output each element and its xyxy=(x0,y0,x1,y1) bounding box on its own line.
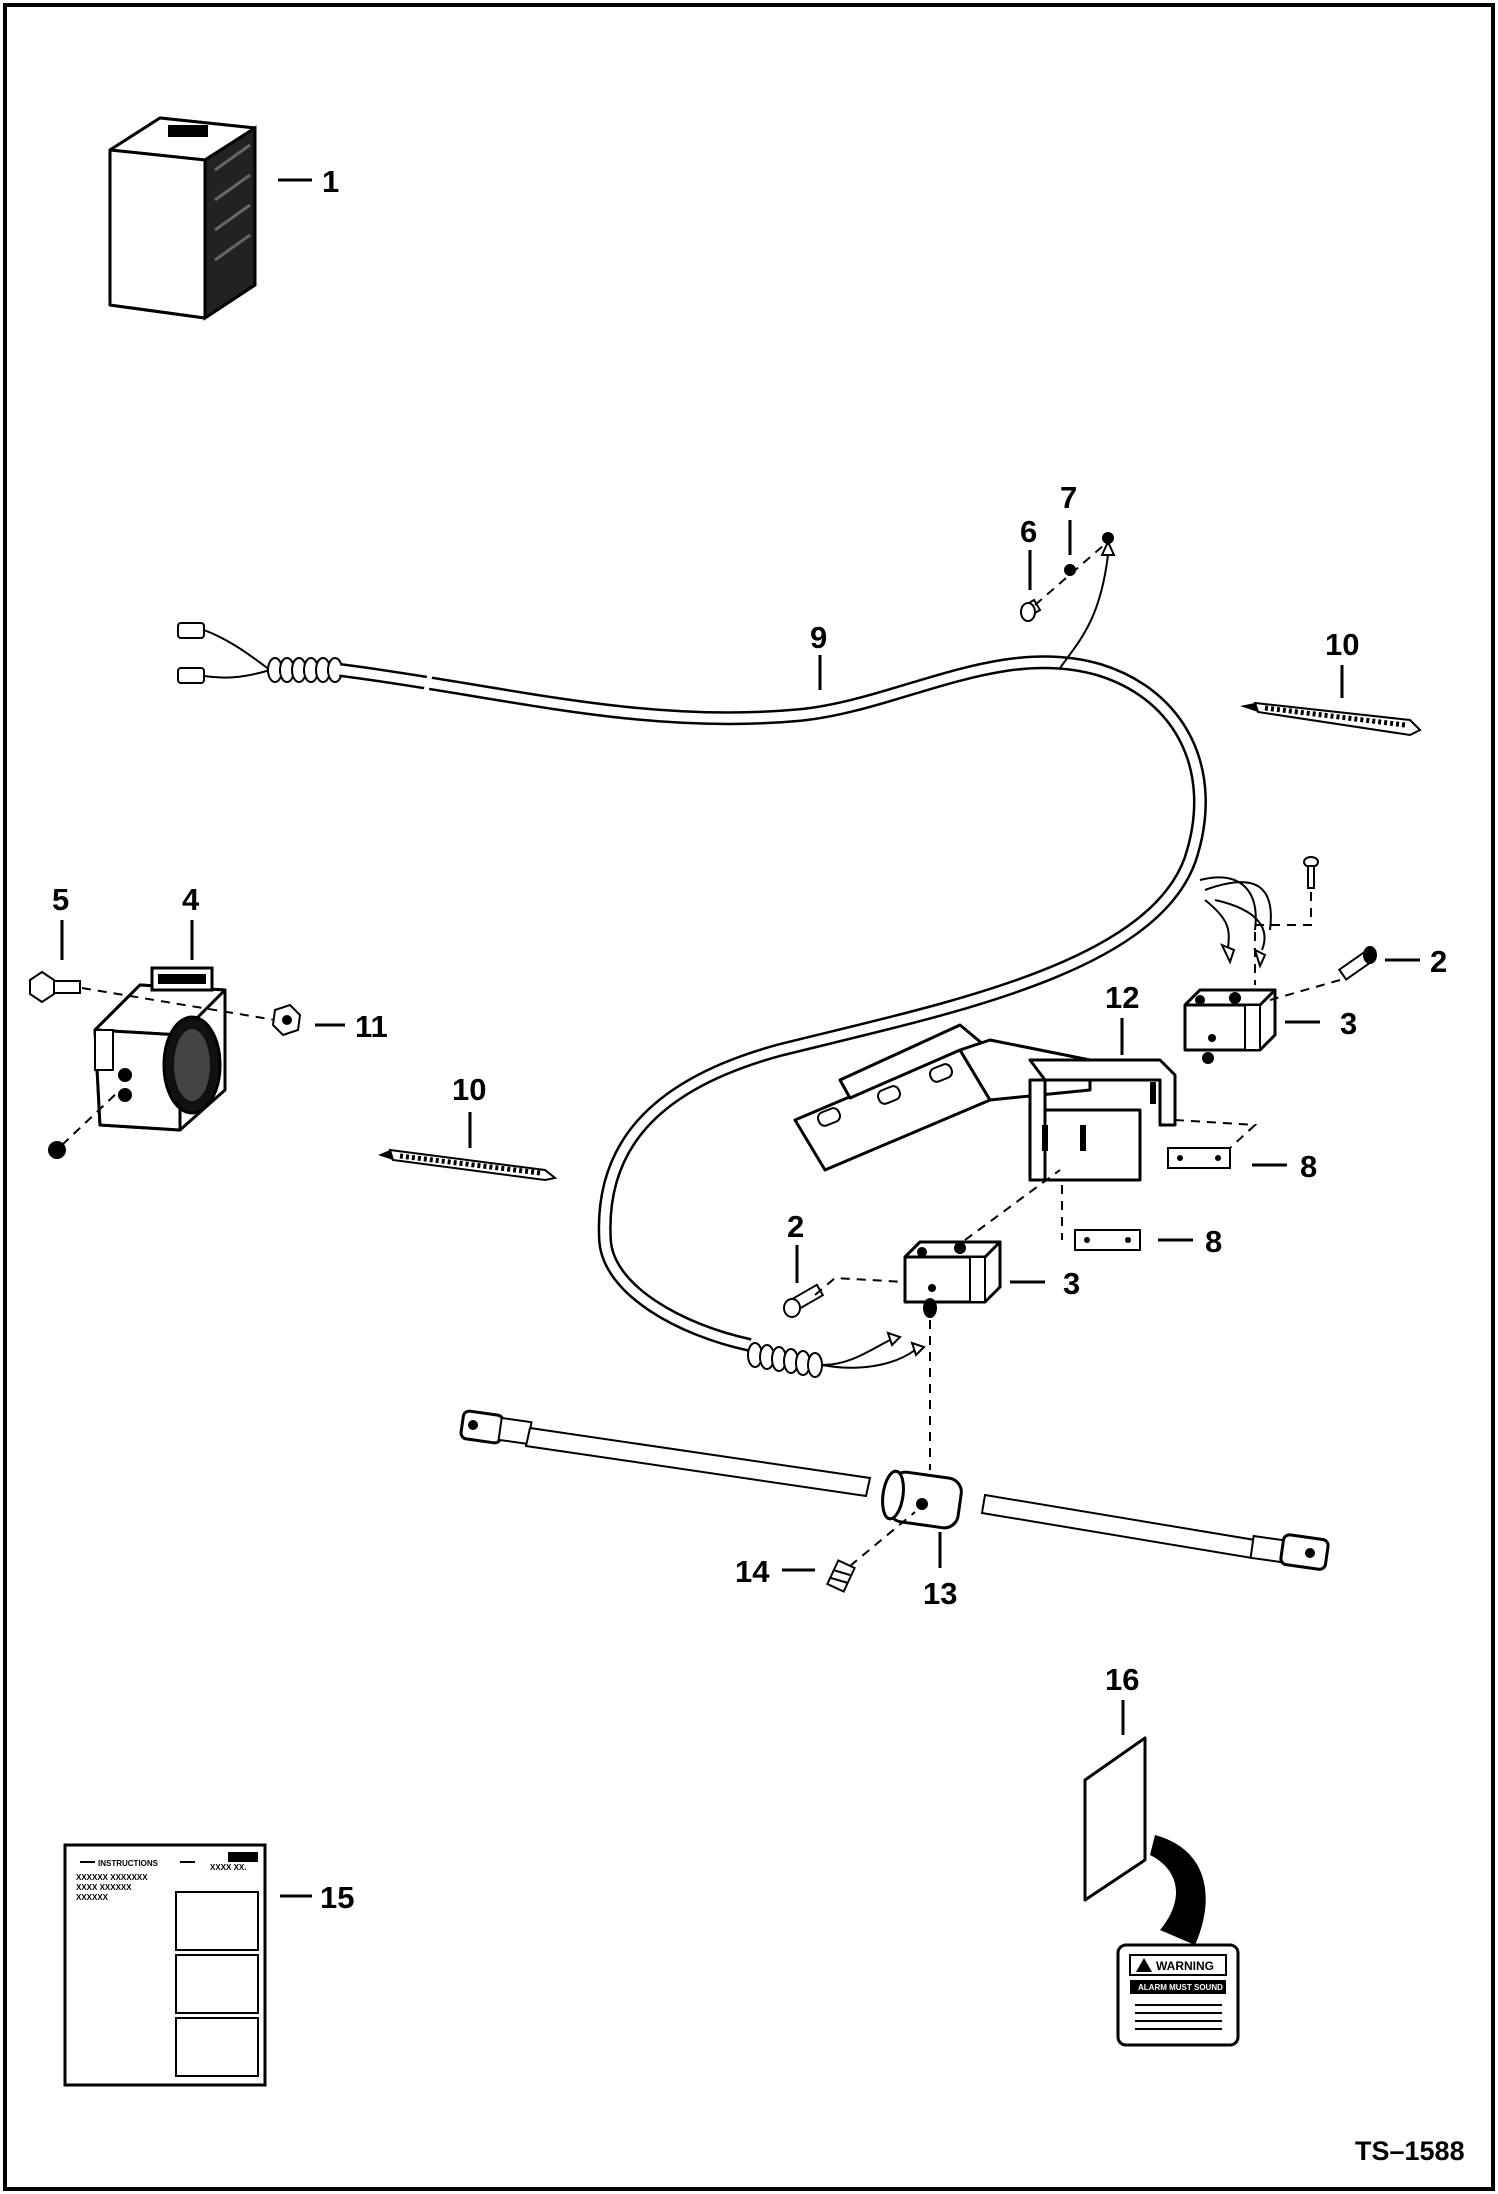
decal-subtitle: ALARM MUST SOUND xyxy=(1138,1983,1223,1992)
part-10-cable-tie-lower xyxy=(378,1148,558,1182)
part-8-shim-upper xyxy=(1167,1147,1231,1169)
dash-upper-switch xyxy=(1254,892,1312,985)
part-10-cable-tie-upper xyxy=(1240,701,1422,737)
callout-6: 6 xyxy=(1020,514,1037,549)
part-11-nut xyxy=(271,1003,302,1037)
part-4-alarm-mount xyxy=(93,966,227,1132)
dash-3-lower-bracket xyxy=(964,1169,1061,1241)
part-3-switch-upper xyxy=(1183,988,1277,1064)
callout-15: 15 xyxy=(320,1880,354,1915)
drawing-border xyxy=(3,3,1495,2191)
part-12-switch-bracket xyxy=(793,1023,1177,1182)
part-2-screw-upper xyxy=(1337,946,1377,981)
part-2-screw-lower xyxy=(783,1283,825,1318)
part-16-warning-decal: WARNING ALARM MUST SOUND xyxy=(1083,1736,1240,2047)
callout-13: 13 xyxy=(923,1576,957,1611)
callout-10-upper: 10 xyxy=(1325,627,1359,662)
dash-8-upper xyxy=(1174,1119,1258,1149)
callout-8-lower: 8 xyxy=(1205,1224,1222,1259)
part-3-switch-lower xyxy=(903,1240,1002,1318)
callout-16: 16 xyxy=(1105,1662,1139,1697)
part-5-bolt xyxy=(29,970,81,1004)
decal-title: WARNING xyxy=(1156,1959,1214,1973)
manual-line-1: XXXXXX XXXXXXX xyxy=(76,1873,148,1882)
callout-2-lower: 2 xyxy=(787,1209,804,1244)
part-14-set-screw xyxy=(826,1559,856,1593)
dash-2-upper xyxy=(1269,979,1341,1001)
callout-4: 4 xyxy=(182,882,200,917)
callout-3-lower: 3 xyxy=(1063,1266,1080,1301)
manual-title: INSTRUCTIONS xyxy=(98,1859,159,1868)
manual-side-label: XXXX XX. xyxy=(210,1863,246,1872)
manual-line-2: XXXX XXXXXX xyxy=(76,1883,132,1892)
dash-5-11 xyxy=(81,987,276,1021)
part-9-wire-harness xyxy=(177,532,1272,1378)
part-screw-upper xyxy=(1303,856,1319,889)
callout-8-upper: 8 xyxy=(1300,1149,1317,1184)
callout-10-lower: 10 xyxy=(452,1072,486,1107)
callout-3-upper: 3 xyxy=(1340,1006,1357,1041)
part-15-instruction-sheet: INSTRUCTIONS XXXX XX. XXXXXX XXXXXXX XXX… xyxy=(63,1843,267,2087)
dash-14 xyxy=(849,1511,916,1567)
part-13-rod-collar xyxy=(881,1469,963,1530)
part-8-shim-lower xyxy=(1074,1229,1141,1251)
callout-5: 5 xyxy=(52,882,69,917)
callout-1: 1 xyxy=(322,164,339,199)
callout-7: 7 xyxy=(1060,480,1077,515)
callout-2-upper: 2 xyxy=(1430,944,1447,979)
manual-line-3: XXXXXX xyxy=(76,1893,109,1902)
callout-14: 14 xyxy=(735,1554,770,1589)
callout-9: 9 xyxy=(810,620,827,655)
callout-12: 12 xyxy=(1105,980,1139,1015)
part-1-alarm-box xyxy=(108,116,257,321)
callout-11: 11 xyxy=(355,1009,388,1044)
drawing-reference: TS–1588 xyxy=(1355,2136,1465,2166)
part-4-lower-nut xyxy=(48,1141,66,1159)
dash-4-nut xyxy=(61,1089,121,1146)
dash-2-lower xyxy=(814,1276,906,1296)
linkage-rod xyxy=(459,1409,1330,1571)
